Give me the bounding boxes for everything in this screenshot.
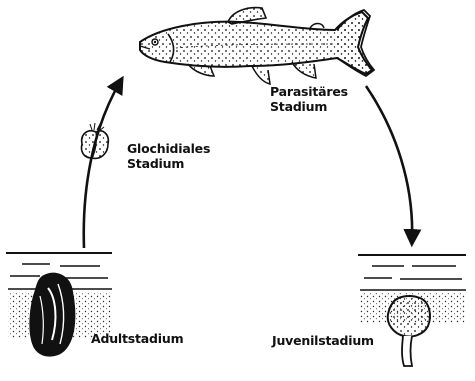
trout-fish <box>140 8 374 84</box>
glochidial-label-line2: Stadium <box>127 156 210 171</box>
adult-stage-label: Adultstadium <box>91 331 183 346</box>
parasitic-stage-label: Parasitäres Stadium <box>270 84 348 114</box>
glochidial-label-line1: Glochidiales <box>127 141 210 156</box>
glochidial-stage-label: Glochidiales Stadium <box>127 141 210 171</box>
adult-mussel <box>30 274 74 356</box>
parasitic-label-line1: Parasitäres <box>270 84 348 99</box>
parasitic-label-line2: Stadium <box>270 99 348 114</box>
arrow-fish-to-juvenile <box>366 86 412 240</box>
juvenile-stage-label: Juvenilstadium <box>272 333 374 348</box>
glochidium-larva <box>81 123 108 158</box>
arrow-adult-to-fish <box>84 82 120 248</box>
juvenile-mussel <box>388 296 430 366</box>
